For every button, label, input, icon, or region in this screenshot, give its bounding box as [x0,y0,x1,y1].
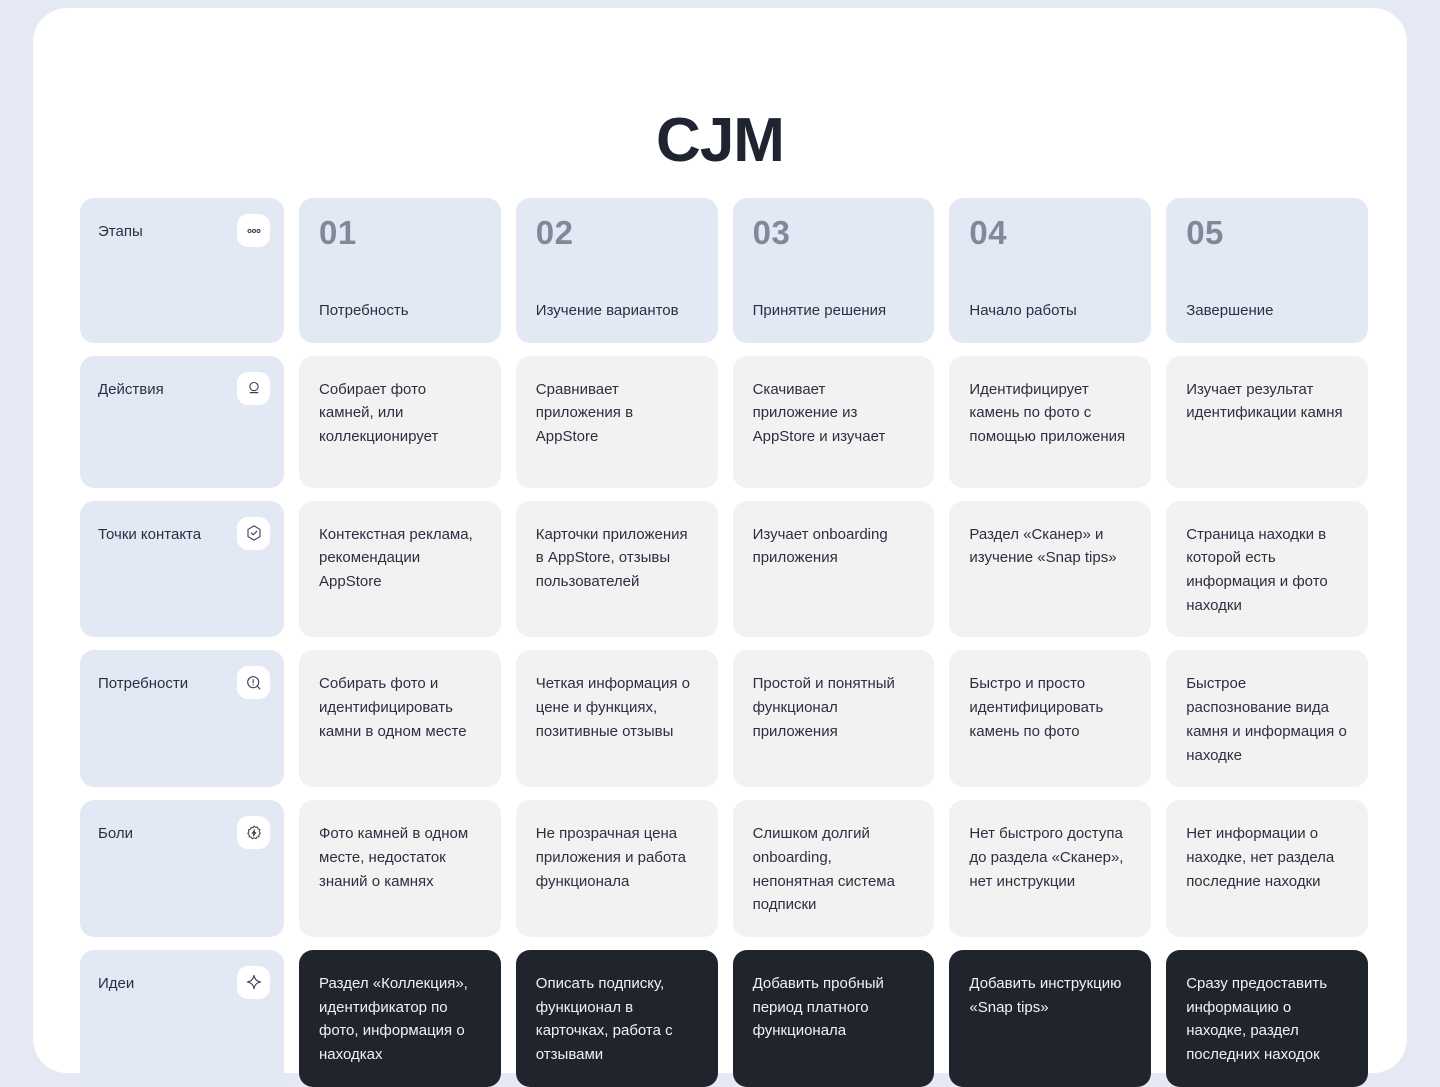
cell-text[interactable]: Быстро и просто идентифицировать камень … [949,650,1152,788]
row-actions: Действия Собирает фото камней, или колле… [80,355,1368,488]
stage-card[interactable]: 05 Завершение [1166,198,1368,343]
row-label-needs[interactable]: Потребности [80,650,284,788]
row-ideas: Идеи Раздел «Коллекция», идентификатор п… [80,949,1368,1087]
row-pains: Боли Фото камней в одном месте, недостат… [80,800,1368,937]
lamp-icon[interactable] [237,371,270,405]
stage-card[interactable]: 01 Потребность [299,198,501,343]
cell-text[interactable]: Фото камней в одном месте, недостаток зн… [299,800,501,937]
stage-number: 01 [319,214,357,251]
cell-text[interactable]: Раздел «Коллекция», идентификатор по фот… [299,949,501,1087]
stage-number: 04 [969,214,1008,251]
row-label-text: Идеи [98,974,135,992]
stage-number: 05 [1186,214,1224,251]
stage-name: Завершение [1186,302,1274,319]
stage-number: 03 [752,214,791,251]
cell-text[interactable]: Слишком долгий onboarding, непонятная си… [732,800,935,937]
cell-text[interactable]: Сравнивает приложения в AppStore [515,355,718,488]
stage-name: Изучение вариантов [535,302,679,319]
row-touchpoints: Точки контакта Контекстная реклама, реко… [80,500,1368,638]
cjm-board: CJM Этапы 01 Потребность 02 Изу [33,8,1407,1087]
cell-text[interactable]: Нет информации о находке, нет раздела по… [1166,800,1368,937]
cell-text[interactable]: Страница находки в которой есть информац… [1166,500,1368,638]
row-label-actions[interactable]: Действия [80,355,284,488]
search-alert-icon[interactable] [237,666,270,700]
cell-text[interactable]: Собирает фото камней, или коллекционируе… [299,355,501,488]
stage-card[interactable]: 04 Начало работы [949,198,1152,343]
badge-bolt-icon[interactable] [237,816,270,850]
cell-text[interactable]: Карточки приложения в AppStore, отзывы п… [515,500,718,638]
cell-text[interactable]: Нет быстрого доступа до раздела «Сканер»… [949,800,1152,937]
row-label-text: Точки контакта [98,525,202,543]
stage-name: Принятие решения [752,302,887,319]
hexagon-check-icon[interactable] [237,516,270,550]
row-needs: Потребности Собирать фото и идентифициро… [80,650,1368,788]
cell-text[interactable]: Описать подписку, функционал в карточках… [515,949,718,1087]
cell-text[interactable]: Идентифицирует камень по фото с помощью … [949,355,1152,488]
cell-text[interactable]: Собирать фото и идентифицировать камни в… [299,650,501,788]
cell-text[interactable]: Не прозрачная цена приложения и работа ф… [515,800,718,937]
row-label-text: Потребности [98,675,189,693]
stage-card[interactable]: 03 Принятие решения [732,198,935,343]
cell-text[interactable]: Быстрое распознование вида камня и инфор… [1166,650,1368,788]
cell-text[interactable]: Добавить пробный период платного функцио… [732,949,935,1087]
sparkle-icon[interactable] [237,965,270,999]
row-label-text: Боли [98,825,133,843]
stage-card[interactable]: 02 Изучение вариантов [515,198,718,343]
cjm-grid: Этапы 01 Потребность 02 Изучение вариант… [80,198,1368,1087]
stage-number: 02 [535,214,574,251]
row-label-touchpoints[interactable]: Точки контакта [80,500,284,638]
cell-text[interactable]: Сразу предоставить информацию о находке,… [1166,949,1368,1087]
cell-text[interactable]: Простой и понятный функционал приложения [732,650,935,788]
cell-text[interactable]: Добавить инструкцию «Snap tips» [949,949,1152,1087]
cell-text[interactable]: Четкая информация о цене и функциях, поз… [515,650,718,788]
row-label-pains[interactable]: Боли [80,800,284,937]
dots-horizontal-icon[interactable] [237,214,270,247]
cell-text[interactable]: Скачивает приложение из AppStore и изуча… [732,355,935,488]
cell-text[interactable]: Изучает onboarding приложения [732,500,935,638]
cell-text[interactable]: Контекстная реклама, рекомендации AppSto… [299,500,501,638]
row-label-text: Действия [98,380,164,398]
stage-name: Начало работы [969,302,1077,319]
row-label-ideas[interactable]: Идеи [80,949,284,1087]
row-label-stages[interactable]: Этапы [80,198,284,343]
row-label-text: Этапы [98,223,143,240]
row-stages: Этапы 01 Потребность 02 Изучение вариант… [80,198,1368,343]
stage-name: Потребность [319,302,409,319]
cell-text[interactable]: Изучает результат идентификации камня [1166,355,1368,488]
cell-text[interactable]: Раздел «Сканер» и изучение «Snap tips» [949,500,1152,638]
page-title: CJM [656,106,785,175]
